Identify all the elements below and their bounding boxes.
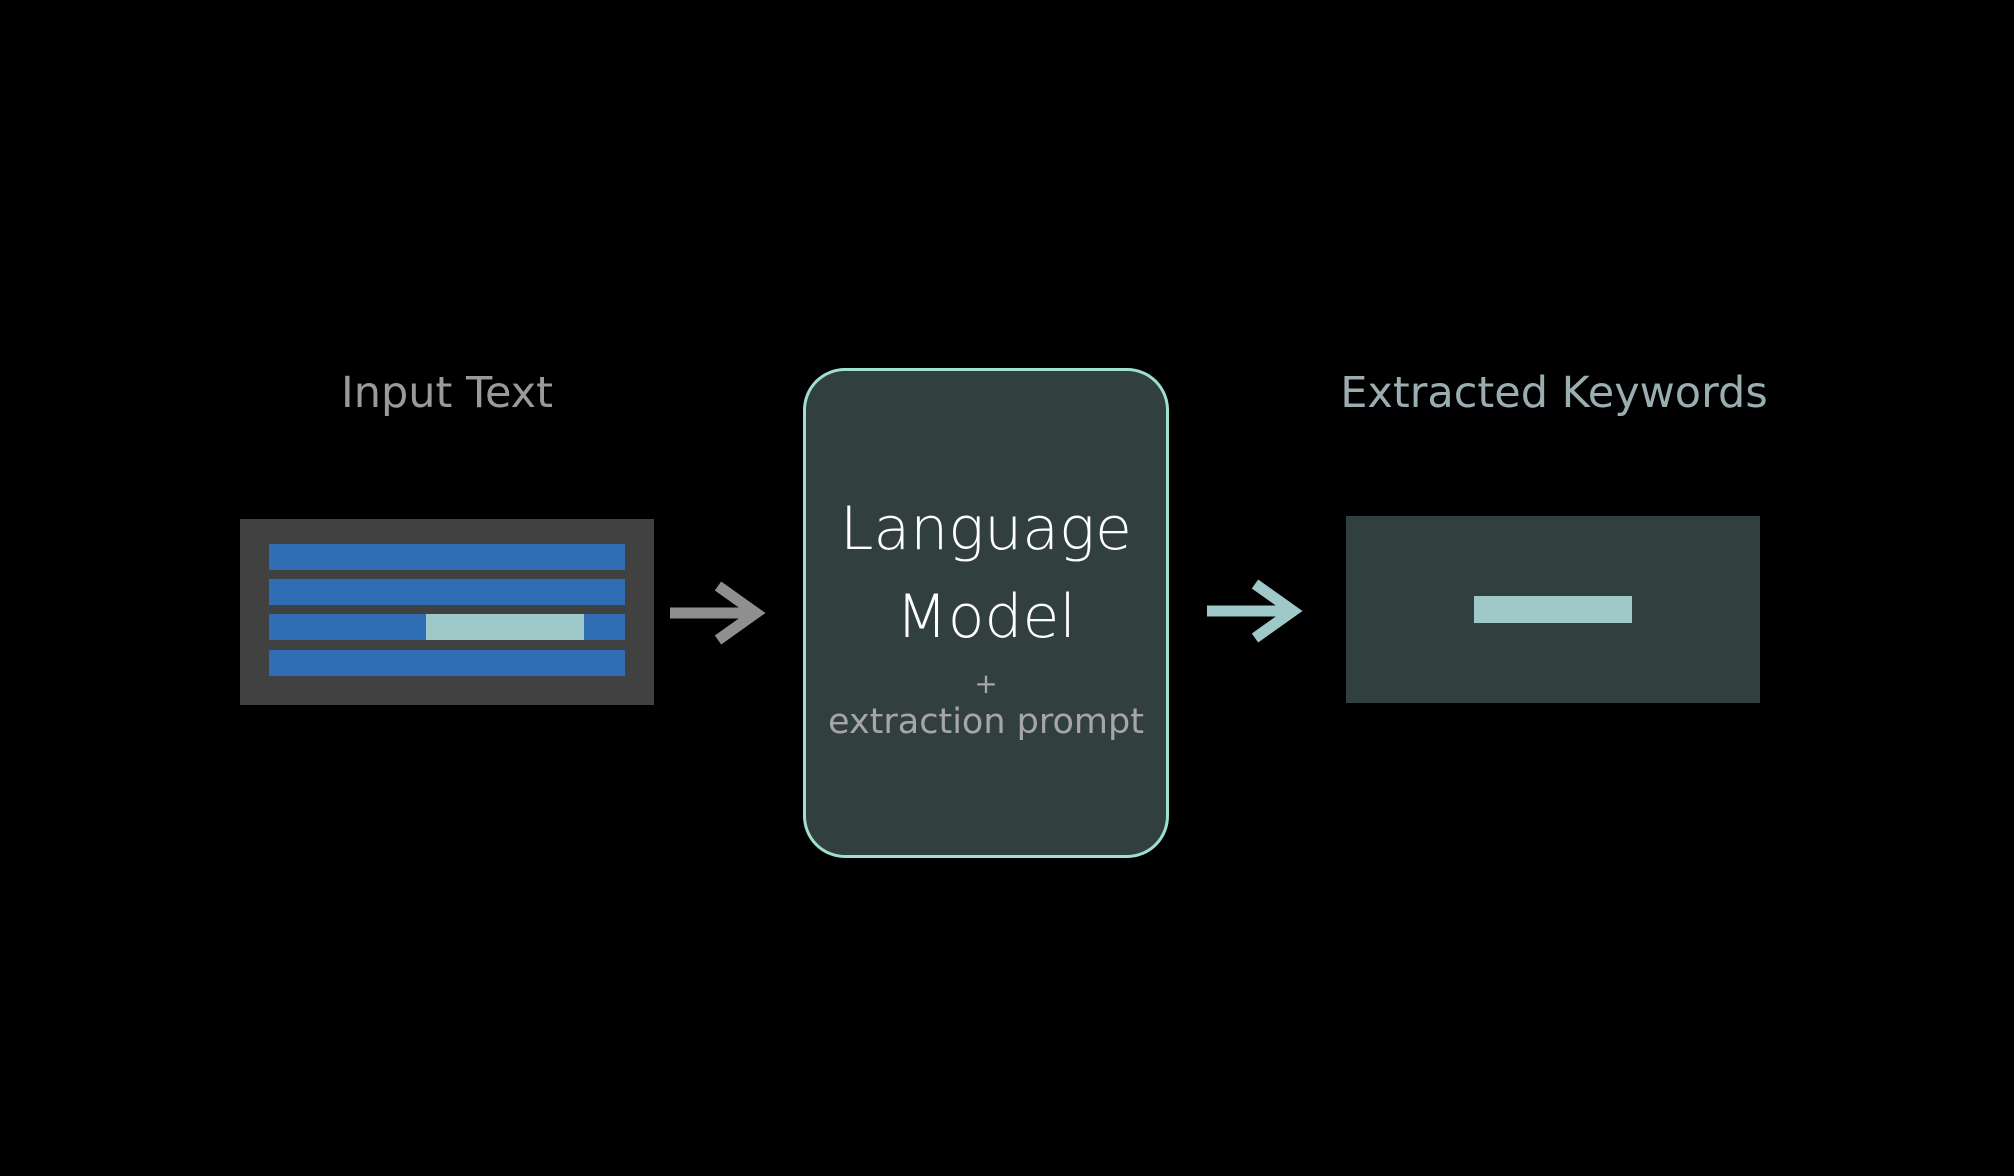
input-text-label: Input Text <box>341 368 553 418</box>
model-title-line1: Language <box>840 494 1132 564</box>
language-model-box: Language Model + extraction prompt <box>803 368 1169 858</box>
text-line <box>269 544 625 570</box>
input-text-document <box>240 519 654 705</box>
highlighted-keyword <box>426 614 584 640</box>
input-arrow-icon <box>670 581 766 645</box>
extracted-keyword <box>1474 596 1632 623</box>
text-line <box>269 650 625 676</box>
extracted-keywords-box <box>1346 516 1760 703</box>
output-arrow-icon <box>1207 579 1303 643</box>
text-line <box>269 614 625 640</box>
model-title-line2: Model <box>895 582 1077 652</box>
text-line <box>269 579 625 605</box>
plus-sign: + <box>974 667 998 700</box>
model-title: Language Model <box>806 485 1166 661</box>
extracted-keywords-label: Extracted Keywords <box>1340 368 1768 418</box>
extraction-prompt-label: extraction prompt <box>828 702 1144 742</box>
